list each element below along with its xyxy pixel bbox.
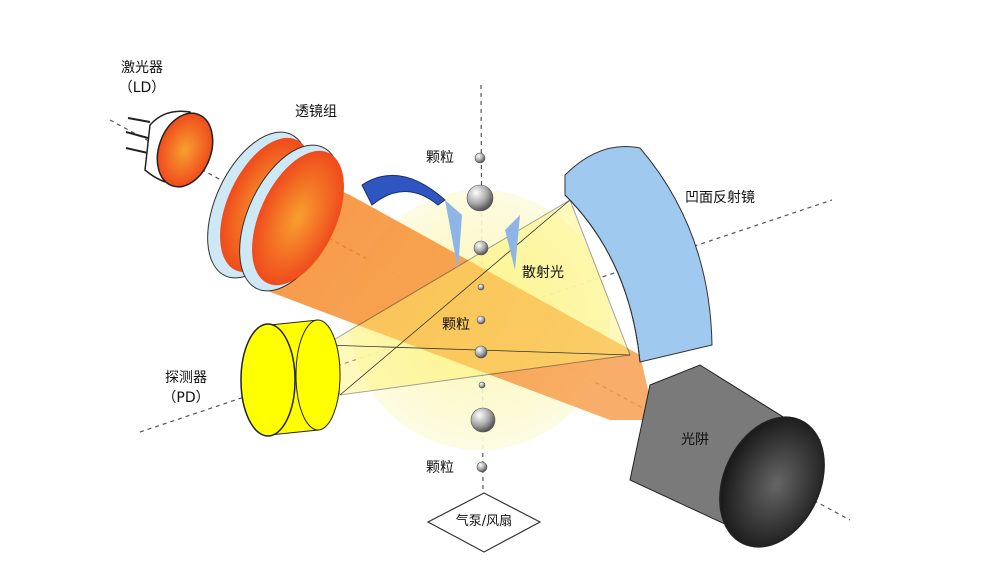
pump-fan-box	[426, 492, 542, 553]
concave-mirror-label: 凹面反射镜	[685, 190, 755, 206]
detector-label: 探测器	[165, 370, 207, 386]
light-trap	[629, 364, 825, 548]
light-trap-label: 光阱	[681, 432, 709, 448]
pump-fan-label: 气泵/风扇	[455, 514, 513, 529]
particle	[478, 381, 486, 389]
baffle-left	[445, 200, 462, 270]
lens-group-label: 透镜组	[295, 104, 337, 120]
detector-abbr-label: （PD）	[162, 390, 210, 406]
lens-group	[207, 131, 344, 292]
particle	[466, 184, 494, 212]
particle	[474, 152, 486, 164]
particle	[474, 345, 488, 359]
laser-diode	[125, 110, 214, 188]
laser-abbr-label: （LD）	[118, 80, 166, 96]
particle	[476, 461, 488, 473]
photodetector	[240, 319, 341, 437]
laser-label: 激光器	[121, 60, 163, 76]
particle	[477, 283, 485, 291]
scattered-light-label: 散射光	[522, 265, 564, 281]
baffle-right	[505, 215, 520, 270]
airflow-arc	[361, 174, 446, 206]
particle-center-label: 颗粒	[442, 317, 470, 333]
particle	[476, 315, 486, 325]
particle	[470, 407, 496, 433]
particle-top-label: 颗粒	[426, 150, 454, 166]
particles	[466, 152, 496, 473]
concave-mirror	[564, 146, 713, 363]
laser-beam	[265, 165, 655, 420]
particle	[473, 240, 489, 256]
particle-bottom-label: 颗粒	[426, 460, 454, 476]
